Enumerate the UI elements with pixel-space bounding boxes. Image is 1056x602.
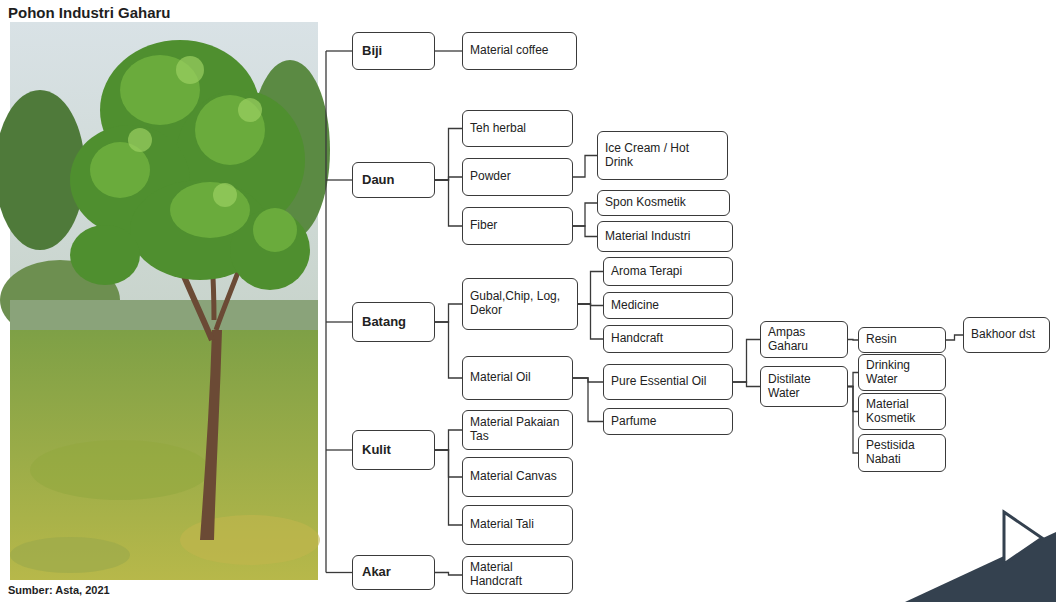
tree-connector bbox=[435, 450, 462, 525]
product-box: Handcraft bbox=[603, 325, 733, 353]
box-label: Bakhoor dst bbox=[971, 328, 1035, 342]
box-label: Batang bbox=[362, 315, 406, 330]
product-box: Powder bbox=[462, 158, 573, 196]
product-box: Gubal,Chip, Log, Dekor bbox=[462, 278, 578, 330]
box-label: Parfume bbox=[611, 415, 656, 429]
box-label: Material coffee bbox=[470, 44, 549, 58]
product-box: Material Tali bbox=[462, 505, 573, 545]
tree-connector bbox=[733, 340, 760, 383]
part-box: Biji bbox=[352, 32, 435, 70]
product-box: Material Industri bbox=[597, 221, 733, 252]
product-box: Resin bbox=[858, 327, 946, 353]
product-box: Fiber bbox=[462, 207, 573, 245]
tree-connector bbox=[733, 382, 760, 387]
tree-connector bbox=[435, 129, 462, 181]
tree-connector bbox=[573, 226, 597, 237]
box-label: Medicine bbox=[611, 299, 659, 313]
box-label: Teh herbal bbox=[470, 122, 526, 136]
tree-connector bbox=[573, 156, 597, 178]
box-label: Material Pakaian Tas bbox=[470, 416, 565, 444]
box-label: Gubal,Chip, Log, Dekor bbox=[470, 290, 570, 318]
tree-connector bbox=[573, 378, 603, 422]
product-box: Material Canvas bbox=[462, 457, 573, 497]
tree-connector bbox=[435, 304, 462, 322]
box-label: Drinking Water bbox=[866, 359, 938, 387]
part-box: Batang bbox=[352, 302, 435, 342]
part-box: Daun bbox=[352, 162, 435, 198]
tree-connector bbox=[578, 272, 603, 305]
product-box: Material coffee bbox=[462, 32, 577, 70]
diagram-title: Pohon Industri Gaharu bbox=[8, 4, 171, 21]
box-label: Material Industri bbox=[605, 230, 690, 244]
product-box: Material Kosmetik bbox=[858, 393, 946, 431]
source-caption: Sumber: Asta, 2021 bbox=[8, 584, 110, 596]
box-label: Material Tali bbox=[470, 518, 534, 532]
product-box: Material Pakaian Tas bbox=[462, 410, 573, 450]
product-box: Pure Essential Oil bbox=[603, 364, 733, 400]
product-box: Aroma Terapi bbox=[603, 257, 733, 286]
box-label: Resin bbox=[866, 333, 897, 347]
box-label: Spon Kosmetik bbox=[605, 196, 686, 210]
product-box: Ampas Gaharu bbox=[760, 321, 848, 359]
box-label: Material Handcraft bbox=[470, 561, 565, 589]
box-label: Ice Cream / Hot Drink bbox=[605, 142, 720, 170]
part-box: Akar bbox=[352, 555, 435, 590]
tree-connector bbox=[435, 322, 462, 378]
box-label: Material Oil bbox=[470, 371, 531, 385]
product-box: Pestisida Nabati bbox=[858, 434, 946, 472]
box-label: Handcraft bbox=[611, 332, 663, 346]
box-label: Fiber bbox=[470, 219, 497, 233]
product-box: Drinking Water bbox=[858, 354, 946, 392]
box-label: Pestisida Nabati bbox=[866, 439, 938, 467]
box-label: Distilate Water bbox=[768, 373, 840, 401]
tree-connector bbox=[435, 50, 462, 51]
product-box: Spon Kosmetik bbox=[597, 190, 730, 216]
box-label: Material Kosmetik bbox=[866, 398, 938, 426]
tree-connector bbox=[435, 180, 462, 226]
product-box: Material Oil bbox=[462, 356, 573, 400]
box-label: Biji bbox=[362, 44, 382, 59]
tree-connector bbox=[578, 304, 603, 339]
box-label: Pure Essential Oil bbox=[611, 375, 706, 389]
product-box: Teh herbal bbox=[462, 110, 573, 147]
tree-connector bbox=[573, 203, 597, 226]
tree-connector bbox=[848, 339, 858, 341]
product-box: Material Handcraft bbox=[462, 556, 573, 594]
box-label: Powder bbox=[470, 170, 511, 184]
product-box: Distilate Water bbox=[760, 366, 848, 407]
box-label: Aroma Terapi bbox=[611, 265, 682, 279]
tree-connector bbox=[435, 573, 462, 576]
box-label: Ampas Gaharu bbox=[768, 326, 840, 354]
box-label: Akar bbox=[362, 565, 391, 580]
tree-connector bbox=[848, 373, 858, 387]
box-label: Daun bbox=[362, 173, 395, 188]
product-box: Medicine bbox=[603, 292, 733, 319]
box-label: Material Canvas bbox=[470, 470, 557, 484]
product-box: Parfume bbox=[603, 408, 733, 435]
tree-connector bbox=[946, 335, 963, 340]
part-box: Kulit bbox=[352, 430, 435, 470]
product-box: Ice Cream / Hot Drink bbox=[597, 131, 728, 180]
product-box: Bakhoor dst bbox=[963, 317, 1050, 353]
box-label: Kulit bbox=[362, 443, 391, 458]
tree-connector bbox=[435, 430, 462, 450]
tree-connector bbox=[848, 387, 858, 454]
